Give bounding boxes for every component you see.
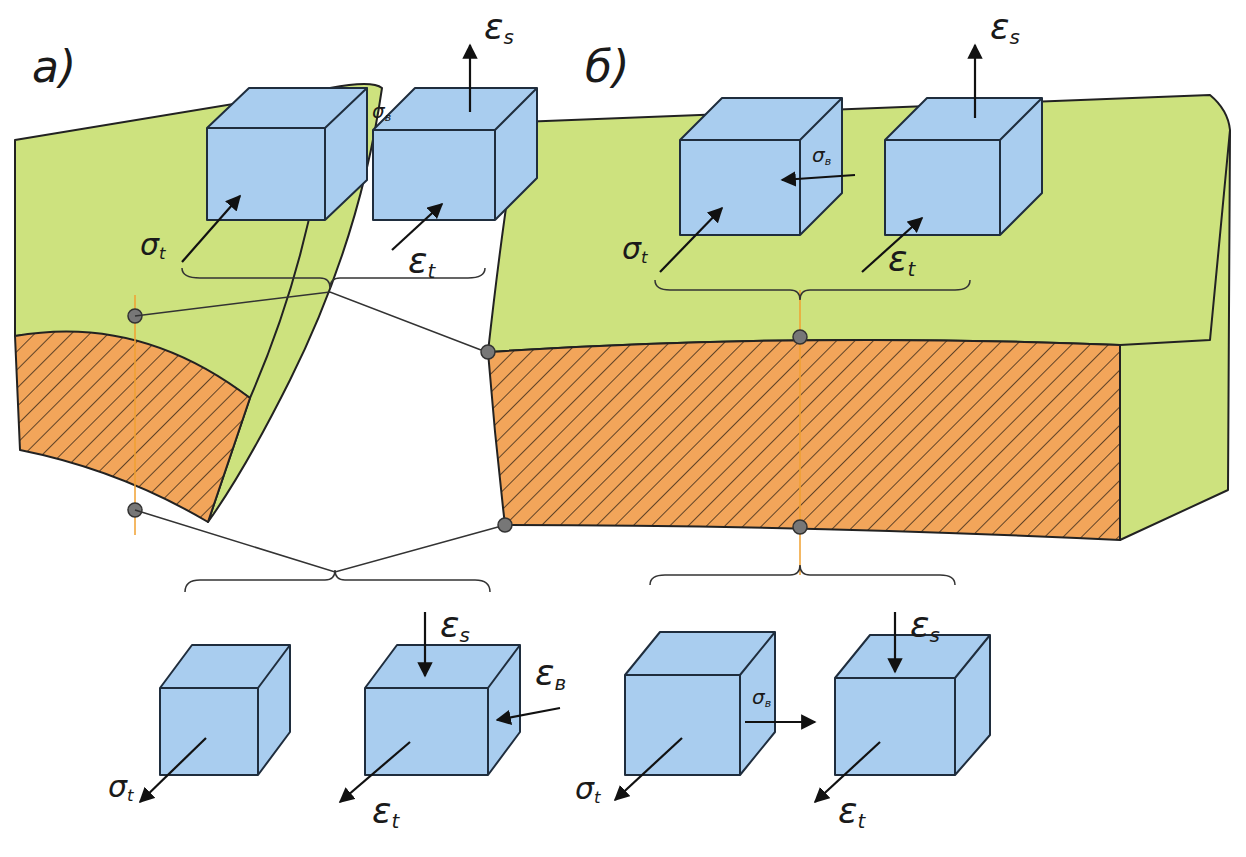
symbol-label: εt (408, 240, 435, 284)
strip-b (488, 95, 1230, 540)
cubes (160, 88, 1042, 775)
symbol-label: εs (910, 604, 940, 648)
symbol-label: εt (838, 790, 865, 834)
panel-label: б) (585, 42, 629, 93)
symbol-label: σt (575, 772, 601, 808)
symbol-label: σв (372, 100, 391, 124)
symbol-label: εs (484, 6, 514, 50)
symbol-label: σt (622, 232, 648, 268)
symbol-label: εs (990, 6, 1020, 50)
symbol-label: σв (752, 686, 771, 710)
leader-lines (135, 268, 970, 592)
symbol-label: σt (140, 228, 166, 264)
panel-label: а) (32, 42, 76, 93)
symbol-label: εt (372, 790, 399, 834)
symbol-label: εв (535, 652, 566, 696)
symbol-label: σв (812, 144, 831, 168)
symbol-label: εs (440, 604, 470, 648)
point-dots (128, 309, 807, 534)
strip-a (15, 84, 382, 522)
symbol-label: εt (888, 238, 915, 282)
arrows (140, 45, 975, 802)
symbol-label: σt (108, 770, 134, 806)
